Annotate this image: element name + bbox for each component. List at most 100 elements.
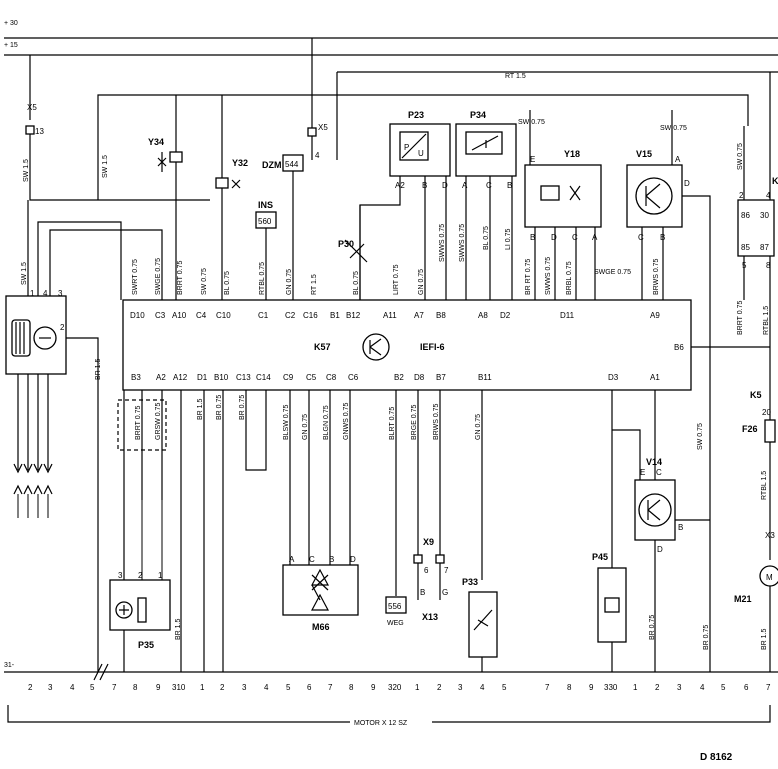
wire-gn-b11: GN 0.75	[475, 414, 482, 440]
m66-body	[282, 564, 359, 616]
ecu-top-pins: D10 C3 A10 C4 C10 C1 C2 C16 B1 B12 A11 A…	[130, 311, 660, 320]
f26-label: F26	[742, 424, 758, 434]
ecu-top-pin: C16	[303, 311, 318, 320]
p30-label: P30	[338, 239, 354, 249]
wire-br-v14: BR 0.75	[649, 615, 656, 640]
ecu-top-pin: C4	[196, 311, 207, 320]
ecu-bottom-pin: B2	[394, 373, 404, 382]
terminal-number: 3	[48, 683, 53, 692]
rail-ground-label: 31-	[4, 662, 15, 669]
svg-text:85: 85	[741, 243, 750, 252]
terminal-number: 5	[286, 683, 291, 692]
wire-li-p34: LI 0.75	[505, 228, 512, 250]
wire-sw075-k: SW 0.75	[737, 143, 744, 170]
y18-label: Y18	[564, 149, 580, 159]
svg-text:C: C	[572, 233, 578, 242]
wire-brrt-y18: BR RT 0.75	[525, 259, 532, 295]
wire-bl-b12: BL 0.75	[353, 271, 360, 295]
terminal-number: 4	[480, 683, 485, 692]
ecu-body	[122, 299, 692, 391]
dzm-label: DZM	[262, 160, 282, 170]
ecu-bottom-pin: C8	[326, 373, 337, 382]
terminal-number: 7	[766, 683, 771, 692]
dzm-ins: DZM 544 INS 560	[255, 154, 304, 300]
wire-gn-c2: GN 0.75	[286, 269, 293, 295]
terminal-number: 9	[371, 683, 376, 692]
wire-bl075-c10: BL 0.75	[224, 271, 231, 295]
wire-br15-a12: BR 1.5	[175, 618, 182, 640]
y18-body	[524, 164, 602, 228]
terminal-number: 4	[264, 683, 269, 692]
svg-text:C: C	[486, 181, 492, 190]
svg-text:4: 4	[43, 289, 48, 298]
terminal-number: 6	[744, 683, 749, 692]
svg-text:C: C	[309, 555, 315, 564]
wire-blsw-c9: BLSW 0.75	[283, 404, 290, 440]
rail-15-label: + 15	[4, 42, 18, 49]
ecu-top-pin: D11	[560, 311, 575, 320]
ecu-bottom-pin: D3	[608, 373, 619, 382]
ecu-top-pin: C10	[216, 311, 231, 320]
svg-text:B: B	[420, 588, 425, 597]
terminal-number: 3	[677, 683, 682, 692]
terminal-number: 6	[307, 683, 312, 692]
svg-text:E: E	[530, 155, 535, 164]
svg-text:A: A	[675, 155, 681, 164]
m21-label: M21	[734, 594, 752, 604]
wire-swws-b8: SWWS 0.75	[439, 224, 446, 262]
svg-text:13: 13	[35, 127, 44, 136]
x5-mid-label: X5	[318, 123, 328, 132]
wire-rtbl-c1: RTBL 0.75	[259, 262, 266, 295]
x556-text: 556	[388, 602, 402, 611]
component-l2: L2 1 4 3 2 SW 1.5 BR 1.5	[5, 200, 163, 672]
lower-wires: BRRT 0.75 GRSW 0.75 BR 1.5 BR 1.5 BR 0.7…	[117, 390, 768, 672]
terminal-number: 9	[156, 683, 161, 692]
wire-bl-p34: BL 0.75	[483, 226, 490, 250]
m66-label: M66	[312, 622, 330, 632]
k5-label: K5	[750, 390, 762, 400]
ecu-top-pin: A8	[478, 311, 488, 320]
ecu-bottom-pin: B3	[131, 373, 141, 382]
wire-brrt-k: BRRT 0.75	[737, 301, 744, 335]
terminal-number: 1	[415, 683, 420, 692]
ecu-bottom-pin: B11	[478, 373, 492, 382]
terminal-number: 2	[655, 683, 660, 692]
v15-label: V15	[636, 149, 652, 159]
y34-label: Y34	[148, 137, 164, 147]
ecu-bottom-pin: A1	[650, 373, 660, 382]
svg-text:3: 3	[118, 571, 123, 580]
ecu-type: IEFI-6	[420, 342, 445, 352]
terminal-number: 2	[437, 683, 442, 692]
ecu-bottom-pin: D1	[197, 373, 208, 382]
wire-sw-a1: SW 0.75	[697, 423, 704, 450]
svg-text:D: D	[684, 179, 690, 188]
wire-gnws-c6: GNWS 0.75	[343, 403, 350, 440]
terminal-number: 310	[172, 683, 186, 692]
wire-lirt: LIRT 0.75	[393, 264, 400, 295]
wire-gn-a7: GN 0.75	[418, 269, 425, 295]
terminal-number: 5	[90, 683, 95, 692]
ecu-bottom-pin: C13	[236, 373, 251, 382]
ecu-top-pin: B1	[330, 311, 340, 320]
connectors-x: 556 WEG X9 6 7 B G X13	[385, 537, 449, 627]
ins-box-text: 560	[258, 217, 272, 226]
wire-br-b10: BR 0.75	[216, 395, 223, 420]
y34-coil	[169, 151, 183, 163]
terminal-number: 7	[328, 683, 333, 692]
terminal-number: 3	[458, 683, 463, 692]
wire-brge-d8: BRGE 0.75	[411, 404, 418, 440]
svg-text:4: 4	[315, 151, 320, 160]
terminal-number: 7	[545, 683, 550, 692]
wire-grsw-a2: GRSW 0.75	[155, 403, 162, 440]
ecu-top-pin: A10	[172, 311, 187, 320]
terminal-number: 8	[133, 683, 138, 692]
svg-text:1: 1	[158, 571, 163, 580]
wire-brrt: BRRT 0.75	[177, 261, 184, 295]
p45-label: P45	[592, 552, 608, 562]
x5-left-label: X5	[27, 103, 37, 112]
wire-br15-m21: BR 1.5	[761, 628, 768, 650]
ecu-bottom-pin: D8	[414, 373, 425, 382]
component-y18: Y18 E B D C A	[524, 110, 602, 300]
wire-swrt: SWRT 0.75	[132, 259, 139, 295]
svg-text:P: P	[404, 143, 409, 152]
